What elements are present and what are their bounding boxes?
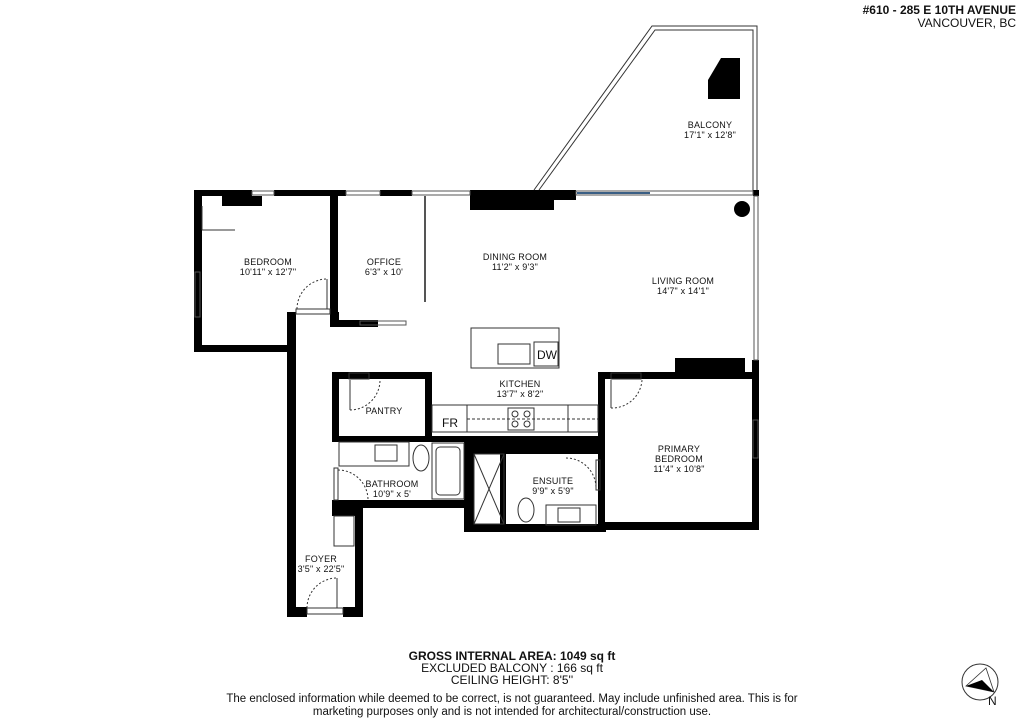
room-dimensions: 9'9" x 5'9" xyxy=(532,486,574,496)
property-address: #610 - 285 E 10TH AVENUE VANCOUVER, BC xyxy=(863,4,1016,30)
room-label-kitchen: KITCHEN 13'7" x 8'2" xyxy=(497,379,544,399)
room-label-bedroom: BEDROOM 10'11" x 12'7" xyxy=(240,257,297,277)
doors xyxy=(295,278,643,615)
room-name: BATHROOM xyxy=(365,479,419,489)
room-dimensions: 6'3" x 10' xyxy=(364,267,404,277)
dishwasher-label: DW xyxy=(537,348,557,362)
gross-internal-area: GROSS INTERNAL AREA: 1049 sq ft xyxy=(408,649,616,663)
room-dimensions: 10'11" x 12'7" xyxy=(239,267,297,277)
room-label-office: OFFICE 6'3" x 10' xyxy=(365,257,403,277)
room-dimensions: 11'2" x 9'3" xyxy=(491,262,539,272)
disclaimer: The enclosed information while deemed to… xyxy=(0,693,1024,719)
compass-north-label: N xyxy=(988,694,997,708)
room-dimensions: 13'7" x 8'2" xyxy=(496,389,544,399)
room-name: ENSUITE xyxy=(532,476,574,486)
ensuite-fixtures xyxy=(473,453,597,526)
disclaimer-line-2: marketing purposes only and is not inten… xyxy=(312,706,712,718)
room-label-ensuite: ENSUITE 9'9" x 5'9" xyxy=(532,476,574,496)
room-dimensions: 17'1" x 12'8" xyxy=(684,130,736,140)
excluded-balcony: EXCLUDED BALCONY : 166 sq ft xyxy=(421,661,603,675)
room-name: FOYER xyxy=(304,554,338,564)
room-name: BEDROOM xyxy=(244,257,292,267)
address-city: VANCOUVER, BC xyxy=(917,16,1016,30)
room-name: OFFICE xyxy=(366,257,402,267)
room-label-bathroom: BATHROOM 10'9" x 5' xyxy=(366,479,419,499)
room-name: PRIMARY xyxy=(657,444,701,454)
room-label-dining-room: DINING ROOM 11'2" x 9'3" xyxy=(483,252,547,272)
room-name: BALCONY xyxy=(687,120,733,130)
windows xyxy=(194,190,759,459)
balcony-column xyxy=(708,58,740,99)
area-summary: GROSS INTERNAL AREA: 1049 sq ft EXCLUDED… xyxy=(0,650,1024,686)
room-dimensions: 14'7" x 14'1" xyxy=(657,286,709,296)
room-dimensions: 3'5" x 22'5" xyxy=(297,564,345,574)
exterior-walls xyxy=(194,190,759,617)
balcony-outline xyxy=(533,25,758,192)
kitchen-counter xyxy=(431,404,599,433)
room-name: KITCHEN xyxy=(499,379,541,389)
room-name: BEDROOM xyxy=(655,454,703,464)
room-name: DINING ROOM xyxy=(482,252,548,262)
room-label-pantry: PANTRY xyxy=(366,406,403,416)
bathroom-fixtures xyxy=(338,441,465,500)
disclaimer-line-1: The enclosed information while deemed to… xyxy=(226,693,798,705)
address-street: #610 - 285 E 10TH AVENUE xyxy=(862,3,1016,17)
room-name: LIVING ROOM xyxy=(651,276,715,286)
room-name: PANTRY xyxy=(365,406,403,416)
room-label-living-room: LIVING ROOM 14'7" x 14'1" xyxy=(652,276,714,296)
structural-column xyxy=(734,201,750,217)
ceiling-height: CEILING HEIGHT: 8'5'' xyxy=(450,673,574,687)
room-dimensions: 11'4" x 10'8" xyxy=(653,464,705,474)
north-compass-icon: N xyxy=(958,660,1008,710)
foyer-closet xyxy=(333,515,355,547)
room-label-primary-bedroom: PRIMARY BEDROOM 11'4" x 10'8" xyxy=(653,444,704,474)
room-label-foyer: FOYER 3'5" x 22'5" xyxy=(298,554,345,574)
kitchen-island xyxy=(470,327,560,369)
room-dimensions: 10'9" x 5' xyxy=(372,489,412,499)
room-label-balcony: BALCONY 17'1" x 12'8" xyxy=(684,120,736,140)
fridge-label: FR xyxy=(442,416,458,430)
